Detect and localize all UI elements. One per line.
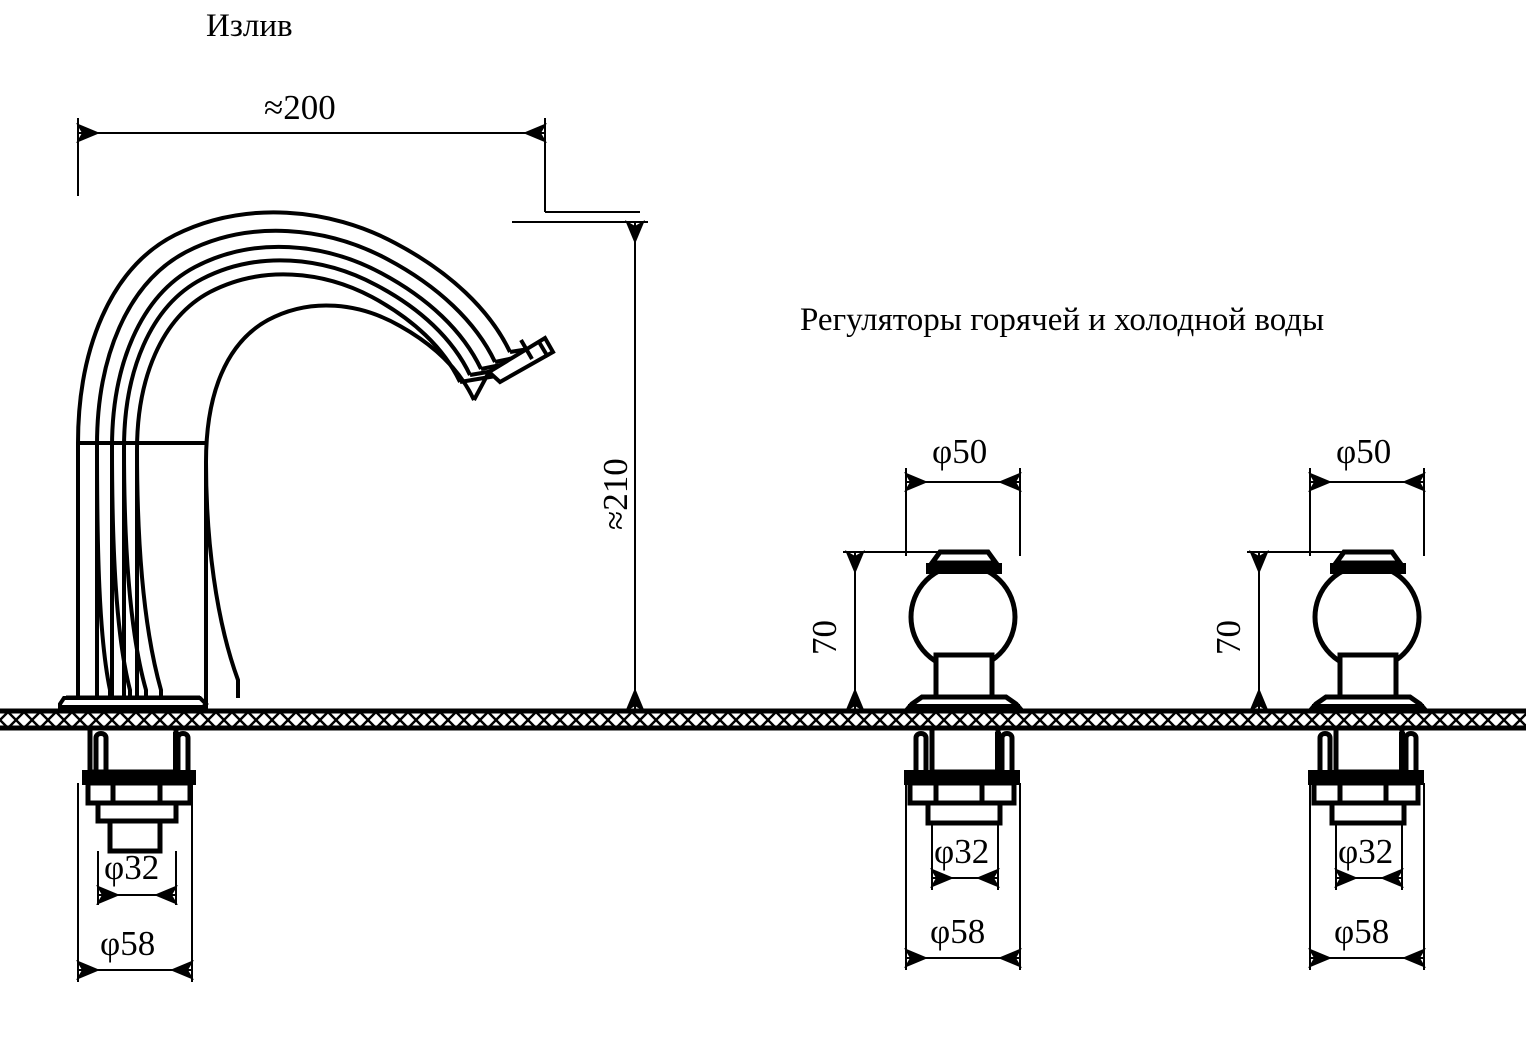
spout-base-flange (58, 695, 209, 712)
dim-label-spout-reach: ≈200 (264, 88, 336, 127)
dim-left-handle-flange (904, 783, 1022, 970)
dim-label-left-handle-knob: φ50 (932, 432, 988, 471)
spout-mounting-hardware (82, 725, 196, 854)
dim-label-left-handle-height: 70 (805, 620, 844, 655)
dim-right-handle-knob (1308, 468, 1426, 556)
dim-spout-flange (76, 783, 194, 982)
dim-right-handle-height (1247, 550, 1344, 712)
dim-label-spout-height: ≈210 (596, 458, 635, 530)
dim-left-handle-knob (904, 468, 1022, 556)
dim-spout-reach (76, 118, 640, 213)
dim-label-right-handle-knob: φ50 (1336, 432, 1392, 471)
dim-spout-height (512, 220, 648, 712)
dim-left-handle-height (843, 550, 940, 712)
handle-cold-water (1304, 549, 1432, 826)
dim-right-handle-shank (1334, 823, 1404, 890)
spout-title-label: Излив (206, 8, 293, 44)
handles-title-label: Регуляторы горячей и холодной воды (800, 302, 1325, 338)
dim-label-left-handle-flange: φ58 (930, 912, 986, 951)
handle-hot-water (900, 549, 1028, 826)
dimension-lines (76, 118, 1426, 982)
dim-label-right-handle-shank: φ32 (1338, 832, 1394, 871)
dim-label-right-handle-flange: φ58 (1334, 912, 1390, 951)
dim-label-right-handle-height: 70 (1209, 620, 1248, 655)
dim-left-handle-shank (930, 823, 1000, 890)
dim-right-handle-flange (1308, 783, 1426, 970)
spout-assembly (58, 210, 556, 854)
dim-label-spout-shank: φ32 (104, 848, 160, 887)
countertop-section (0, 708, 1526, 731)
dim-label-left-handle-shank: φ32 (934, 832, 990, 871)
dim-spout-shank (96, 851, 178, 905)
dim-label-spout-flange: φ58 (100, 924, 156, 963)
